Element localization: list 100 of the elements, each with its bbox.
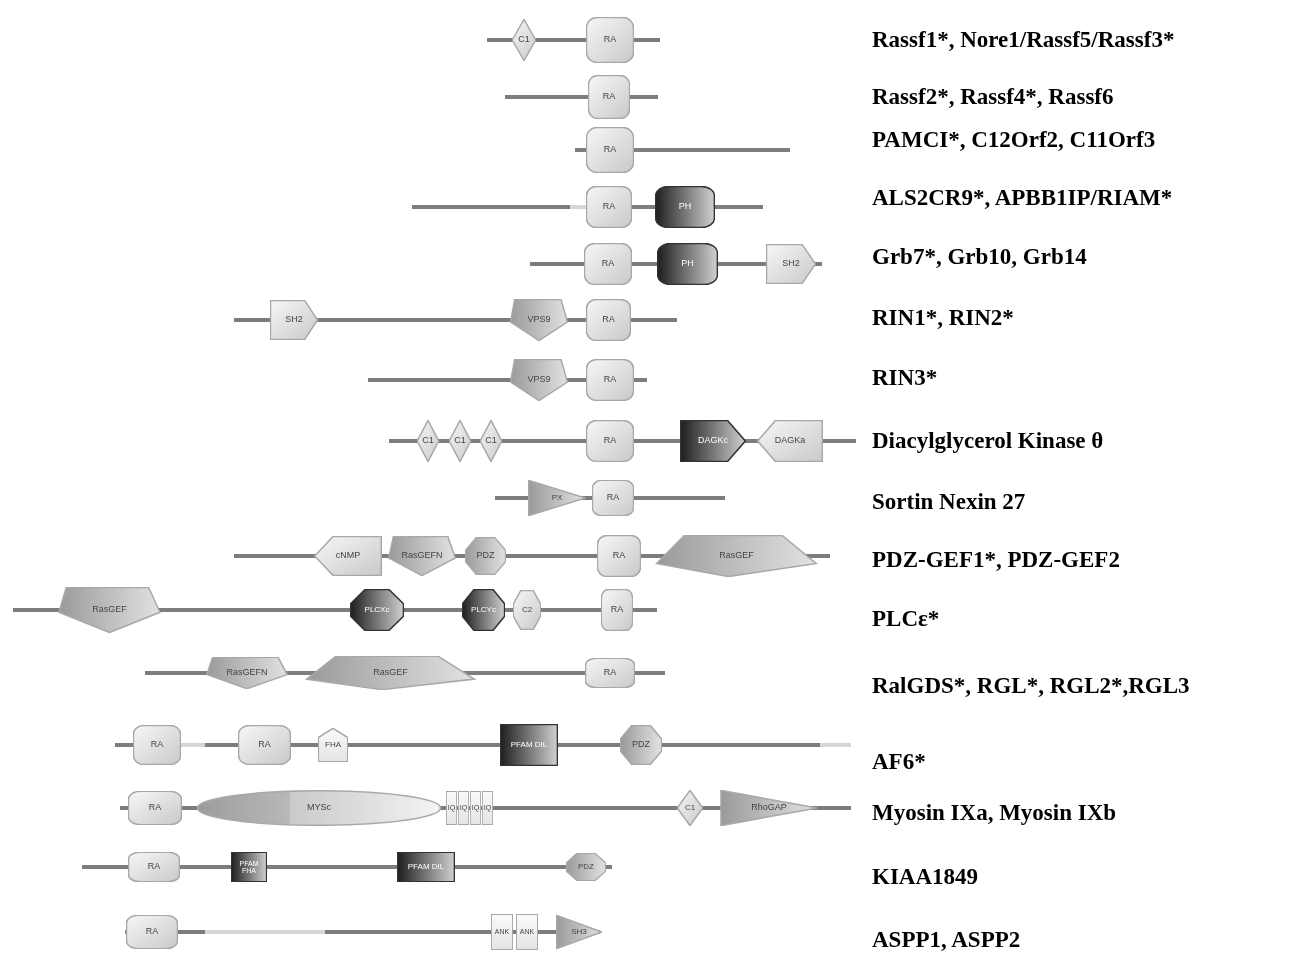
rounded-domain — [586, 127, 634, 173]
triangle-domain — [720, 790, 818, 826]
diamond-domain — [417, 420, 439, 462]
domain-label: PH — [678, 202, 692, 212]
protein-name: ALS2CR9*, APBB1IP/RIAM* — [872, 184, 1173, 212]
hexagon-domain — [566, 853, 606, 881]
rounded-domain — [586, 420, 634, 462]
domain-label: PLCYc — [471, 605, 496, 615]
rounded-domain — [126, 915, 178, 949]
domain-label: PDZ — [632, 740, 650, 750]
domain-label: PLCXc — [364, 605, 390, 615]
domain-label: RA — [606, 493, 620, 503]
domain-label: VPS9 — [527, 375, 551, 385]
domain-label: RasGEF — [719, 551, 754, 561]
domain-label: RA — [610, 605, 624, 615]
pentagon-domain — [270, 300, 318, 340]
domain-label: DAGKa — [774, 436, 806, 446]
rounded-domain — [586, 359, 634, 401]
oval-domain — [195, 790, 443, 826]
rounded-domain — [585, 658, 635, 688]
protein-name: RIN3* — [872, 364, 938, 392]
square-domain — [482, 791, 493, 825]
hexagon-domain — [350, 589, 404, 631]
rounded-domain — [601, 589, 633, 631]
rounded-domain — [586, 299, 631, 341]
domain-label: C1 — [518, 35, 530, 45]
square-domain — [458, 791, 469, 825]
protein-name: Diacylglycerol Kinase θ — [872, 427, 1104, 455]
domain-label: RA — [602, 315, 615, 325]
rounded-domain — [133, 725, 181, 765]
domain-label: RasGEF — [92, 605, 127, 615]
protein-name: Rassf2*, Rassf4*, Rassf6 — [872, 83, 1114, 111]
hexagon-domain — [462, 589, 505, 631]
rounded-domain — [657, 243, 718, 285]
pentagon-domain — [510, 359, 568, 401]
protein-name: RIN1*, RIN2* — [872, 304, 1014, 332]
domain-label: RA — [602, 202, 616, 212]
domain-label: MYSc — [307, 803, 331, 813]
pentagon-domain — [510, 299, 568, 341]
domain-label: RA — [150, 740, 164, 750]
diamond-domain — [480, 420, 502, 462]
domain-label: RA — [603, 35, 617, 45]
pentagon-domain — [655, 535, 818, 577]
domain-label: RhoGAP — [751, 803, 787, 813]
domain-label: PDZ — [578, 862, 594, 872]
hexagon-domain — [513, 590, 541, 630]
rounded-domain — [238, 725, 291, 765]
domain-label: RA — [603, 668, 617, 678]
domain-label: PFAM DIL — [510, 740, 548, 750]
diamond-domain — [512, 19, 536, 61]
domain-label: PX — [551, 493, 563, 503]
domain-label: PDZ — [476, 551, 495, 561]
domain-label: RA — [602, 92, 616, 102]
protein-name: Rassf1*, Nore1/Rassf5/Rassf3* — [872, 26, 1175, 54]
protein-name: ASPP1, ASPP2 — [872, 926, 1021, 954]
triangle-domain — [556, 915, 602, 949]
rounded-domain — [592, 480, 634, 516]
protein-name: Sortin Nexin 27 — [872, 488, 1026, 516]
domain-label: C1 — [454, 436, 466, 446]
domain-label: PFAM DIL — [407, 862, 445, 872]
domain-label: C1 — [422, 436, 434, 446]
domain-label: SH3 — [571, 927, 587, 937]
domain-label: RA — [612, 551, 626, 561]
pentagon-domain — [757, 420, 823, 462]
rounded-domain — [655, 186, 715, 228]
pentagon-domain — [206, 657, 288, 689]
square-domain — [516, 914, 538, 950]
protein-name: KIAA1849 — [872, 863, 979, 891]
domain-label: VPS9 — [527, 315, 551, 325]
domain-label: cNMP — [335, 551, 361, 561]
triangle-domain — [528, 480, 586, 516]
square-domain — [397, 852, 455, 882]
rounded-domain — [584, 243, 632, 285]
protein-name: PAMCI*, C12Orf2, C11Orf3 — [872, 126, 1156, 154]
domain-label: RA — [258, 740, 271, 750]
hexagon-domain — [465, 537, 506, 575]
diamond-domain — [677, 790, 703, 826]
domain-label: SH2 — [285, 315, 303, 325]
protein-name: AF6* — [872, 748, 926, 776]
square-domain — [500, 724, 558, 766]
pentagon-domain — [305, 656, 476, 690]
pentagon-domain — [388, 536, 456, 576]
diamond-domain — [449, 420, 471, 462]
square-domain — [491, 914, 513, 950]
pentagon-domain — [318, 728, 348, 762]
protein-name: PDZ-GEF1*, PDZ-GEF2 — [872, 546, 1120, 574]
domain-label: RasGEFN — [401, 551, 443, 561]
domain-label: RA — [145, 927, 159, 937]
rounded-domain — [128, 852, 180, 882]
rounded-domain — [128, 791, 182, 825]
square-domain — [446, 791, 457, 825]
domain-label: SH2 — [782, 259, 800, 269]
rounded-domain — [586, 186, 632, 228]
protein-name: Grb7*, Grb10, Grb14 — [872, 243, 1087, 271]
rounded-domain — [586, 17, 634, 63]
domain-label: RasGEF — [373, 668, 408, 678]
square-domain — [470, 791, 481, 825]
rounded-domain — [588, 75, 630, 119]
protein-name: PLCε* — [872, 605, 940, 633]
hexagon-domain — [620, 725, 662, 765]
